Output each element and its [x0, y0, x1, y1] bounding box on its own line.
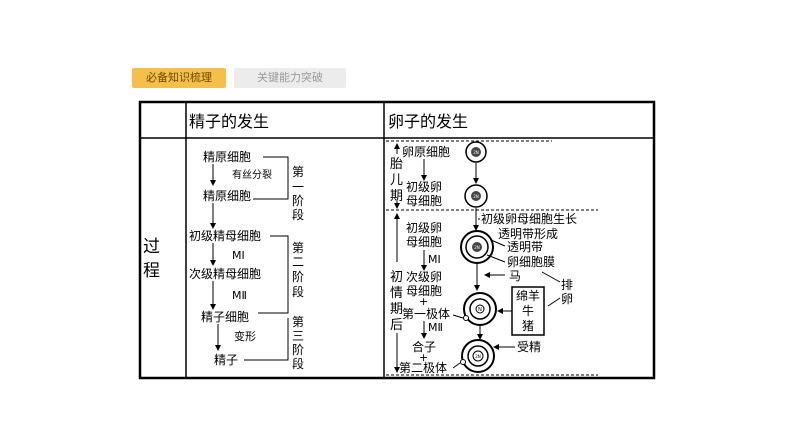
egg-m2: MⅡ: [428, 321, 443, 334]
second-polar-body: [461, 360, 466, 365]
egg-secondary-1: 次级卵: [406, 270, 442, 284]
sperm-stage-primary: 初级精母细胞: [189, 229, 261, 243]
egg-horse: 马: [509, 269, 521, 283]
second-polar-pointer: [453, 363, 460, 368]
egg-primary-growth: 初级卵母细胞生长: [481, 212, 577, 226]
sperm-arrow-label-transform: 变形: [234, 329, 256, 343]
sperm-stage-spermatogonium-2: 精原细胞: [203, 189, 251, 203]
phase-2-c3: 阶: [292, 270, 304, 284]
species-box-line1: 绵羊: [516, 288, 540, 303]
sperm-stage-sperm: 精子: [214, 353, 238, 367]
sperm-stage-spermatogonium: 精原细胞: [203, 150, 251, 164]
sperm-stage-secondary: 次级精母细胞: [189, 267, 261, 281]
phase-2-c1: 第: [292, 241, 304, 255]
period1-c2: 儿: [390, 173, 403, 188]
egg-primary-3: 初级卵: [406, 221, 442, 235]
phase-1-c1: 第: [292, 165, 304, 179]
row-header-char-2: 程: [143, 261, 160, 281]
first-polar-body: [464, 316, 469, 321]
sperm-arrow-label-m1: MⅠ: [232, 249, 245, 262]
phase-3-c2: 三: [292, 329, 304, 343]
egg-primary-4: 母细胞: [406, 235, 442, 249]
egg-flow: 胎 儿 期 初 情 期 后 卵原细胞 初级卵 母细胞 初级卵 母细胞 MⅠ 次级…: [386, 141, 598, 375]
egg-second-polar: 第二极体: [399, 361, 447, 375]
sperm-arrow-label-mitosis: 有丝分裂: [232, 168, 272, 181]
phase-3-c1: 第: [292, 315, 304, 329]
egg-primary-1: 初级卵: [406, 180, 442, 194]
period2-c2: 情: [390, 286, 403, 301]
header-egg: 卵子的发生: [388, 112, 468, 131]
species-box-line3: 猪: [522, 319, 534, 333]
first-polar-pointer: [453, 315, 463, 318]
period1-c1: 胎: [390, 157, 403, 172]
cell-zygote-label: 2N: [475, 354, 481, 359]
header-sperm: 精子的发生: [189, 112, 269, 131]
phase-bracket-2: [258, 236, 288, 313]
sperm-arrow-label-m2: MⅡ: [232, 289, 247, 302]
cell-primary-label: 2N: [473, 194, 479, 199]
phase-2-c4: 段: [292, 284, 304, 299]
row-header-char-1: 过: [143, 237, 160, 257]
phase-3-c4: 段: [292, 356, 304, 371]
membrane-pointer: [487, 255, 505, 262]
period2-c1: 初: [390, 270, 403, 285]
phase-2-c2: 二: [292, 255, 304, 269]
species-box-line2: 牛: [522, 303, 534, 318]
phase-1-c2: 一: [292, 180, 304, 194]
phase-1-c4: 段: [292, 207, 304, 222]
cell-grown-primary-label: 2N: [474, 245, 480, 250]
sperm-stage-spermatid: 精子细胞: [201, 310, 249, 324]
phase-3-c3: 阶: [292, 343, 304, 357]
egg-primary-2: 母细胞: [406, 194, 442, 208]
cell-oogonium-label: 2N: [473, 150, 479, 155]
egg-ovulation-1: 排: [561, 278, 573, 292]
egg-ovulation-2: 卵: [561, 292, 573, 306]
egg-fertilize: 受精: [517, 340, 541, 354]
egg-zona-forming: 透明带形成: [498, 227, 558, 241]
egg-first-polar: 第一极体: [402, 307, 450, 321]
egg-membrane: 卵细胞膜: [507, 255, 555, 269]
egg-oogonium: 卵原细胞: [402, 145, 450, 159]
egg-m1: MⅠ: [428, 253, 441, 266]
cell-secondary-label: N: [478, 307, 482, 313]
egg-zona: 透明带: [507, 240, 543, 254]
sperm-flow: 精原细胞 有丝分裂 精原细胞 初级精母细胞 MⅠ 次级精母细胞 MⅡ 精子细胞 …: [189, 150, 304, 371]
phase-1-c3: 阶: [292, 194, 304, 208]
